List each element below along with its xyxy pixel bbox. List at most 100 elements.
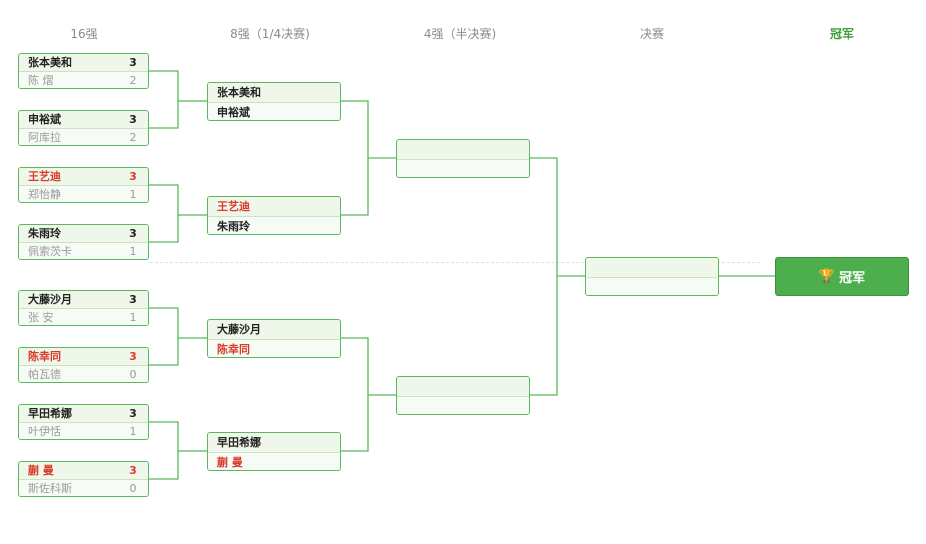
stage-label-final: 决赛 [639, 27, 664, 41]
player-score: 0 [129, 482, 137, 495]
player-name: 大藤沙月 [28, 293, 72, 306]
player-row [586, 258, 718, 277]
match-round16[interactable]: 陈幸同 3 帕瓦德 0 [18, 347, 149, 383]
match-round16[interactable]: 张本美和 3 陈 熠 2 [18, 53, 149, 89]
player-row: 大藤沙月 3 [19, 291, 148, 308]
player-score: 2 [129, 131, 137, 144]
player-name: 申裕斌 [217, 106, 250, 119]
player-score: 1 [129, 188, 137, 201]
player-score: 3 [129, 407, 137, 420]
connector-line [340, 337, 369, 452]
player-name: 早田希娜 [28, 407, 72, 420]
player-row [397, 377, 529, 396]
player-name: 蒯 曼 [217, 456, 243, 469]
player-name: 陈 熠 [28, 74, 54, 87]
player-name: 阿库拉 [28, 131, 61, 144]
player-row: 帕瓦德 0 [19, 365, 148, 382]
connector-line [149, 70, 179, 129]
player-row: 王艺迪 [208, 197, 340, 216]
match-quarterfinal[interactable]: 早田希娜蒯 曼 [207, 432, 341, 471]
player-name: 叶伊恬 [28, 425, 61, 438]
player-name: 早田希娜 [217, 436, 261, 449]
player-row: 王艺迪 3 [19, 168, 148, 185]
player-row: 叶伊恬 1 [19, 422, 148, 439]
player-score: 2 [129, 74, 137, 87]
player-row: 斯佐科斯 0 [19, 479, 148, 496]
player-row: 张本美和 3 [19, 54, 148, 71]
connector-line [149, 184, 179, 243]
player-name: 佩索茨卡 [28, 245, 72, 258]
player-score: 3 [129, 113, 137, 126]
player-row: 蒯 曼 3 [19, 462, 148, 479]
player-name: 郑怡静 [28, 188, 61, 201]
player-name: 陈幸同 [217, 343, 250, 356]
player-score: 3 [129, 293, 137, 306]
player-name: 张本美和 [217, 86, 261, 99]
player-row: 佩索茨卡 1 [19, 242, 148, 259]
player-score: 3 [129, 464, 137, 477]
connector-line [529, 157, 558, 396]
player-name: 帕瓦德 [28, 368, 61, 381]
player-name: 朱雨玲 [217, 220, 250, 233]
match-round16[interactable]: 申裕斌 3 阿库拉 2 [18, 110, 149, 146]
player-name: 王艺迪 [28, 170, 61, 183]
champion-box[interactable]: 🏆 冠军 [775, 257, 909, 296]
player-name: 陈幸同 [28, 350, 61, 363]
player-row: 申裕斌 3 [19, 111, 148, 128]
player-name: 大藤沙月 [217, 323, 261, 336]
match-quarterfinal[interactable]: 张本美和申裕斌 [207, 82, 341, 121]
stage-label-champion: 冠军 [829, 27, 854, 41]
bracket-divider [150, 262, 760, 263]
connector-line [149, 421, 179, 480]
match-semifinal[interactable] [396, 376, 530, 415]
player-row [397, 159, 529, 177]
player-row [397, 140, 529, 159]
player-name: 斯佐科斯 [28, 482, 72, 495]
connector-line [149, 307, 179, 366]
player-row: 陈幸同 [208, 339, 340, 357]
player-name: 朱雨玲 [28, 227, 61, 240]
player-score: 1 [129, 311, 137, 324]
player-score: 1 [129, 245, 137, 258]
player-name: 张本美和 [28, 56, 72, 69]
match-round16[interactable]: 蒯 曼 3 斯佐科斯 0 [18, 461, 149, 497]
player-score: 3 [129, 56, 137, 69]
player-row: 陈幸同 3 [19, 348, 148, 365]
player-score: 3 [129, 350, 137, 363]
player-row: 张本美和 [208, 83, 340, 102]
stage-label-quarterfinal: 8强（1/4决赛) [230, 27, 310, 41]
trophy-icon: 🏆 [818, 269, 836, 284]
player-name: 张 安 [28, 311, 54, 324]
player-row [586, 277, 718, 295]
champion-label: 冠军 [839, 271, 866, 286]
player-row [397, 396, 529, 414]
match-quarterfinal[interactable]: 王艺迪朱雨玲 [207, 196, 341, 235]
player-row: 申裕斌 [208, 102, 340, 120]
match-round16[interactable]: 早田希娜 3 叶伊恬 1 [18, 404, 149, 440]
match-final[interactable] [585, 257, 719, 296]
player-row: 阿库拉 2 [19, 128, 148, 145]
stage-label-semifinal: 4强（半决赛) [423, 27, 497, 41]
match-round16[interactable]: 大藤沙月 3 张 安 1 [18, 290, 149, 326]
player-score: 3 [129, 170, 137, 183]
match-semifinal[interactable] [396, 139, 530, 178]
player-row: 郑怡静 1 [19, 185, 148, 202]
player-score: 0 [129, 368, 137, 381]
player-row: 张 安 1 [19, 308, 148, 325]
player-row: 朱雨玲 [208, 216, 340, 234]
match-round16[interactable]: 王艺迪 3 郑怡静 1 [18, 167, 149, 203]
player-row: 早田希娜 [208, 433, 340, 452]
player-name: 申裕斌 [28, 113, 61, 126]
player-row: 蒯 曼 [208, 452, 340, 470]
player-row: 陈 熠 2 [19, 71, 148, 88]
player-name: 王艺迪 [217, 200, 250, 213]
match-quarterfinal[interactable]: 大藤沙月陈幸同 [207, 319, 341, 358]
player-row: 大藤沙月 [208, 320, 340, 339]
player-score: 1 [129, 425, 137, 438]
player-name: 蒯 曼 [28, 464, 54, 477]
player-row: 早田希娜 3 [19, 405, 148, 422]
connector-line [340, 100, 369, 216]
